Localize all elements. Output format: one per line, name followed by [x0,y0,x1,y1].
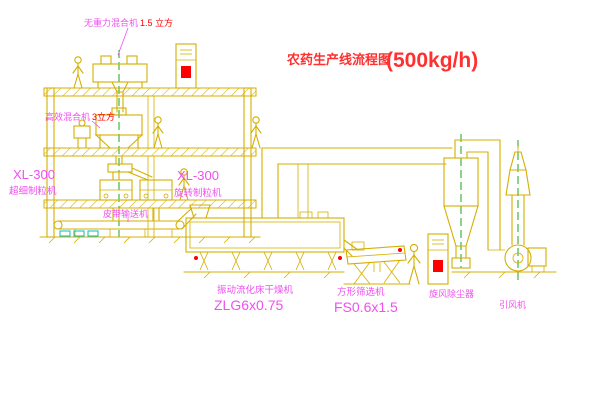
label-cyclone: 旋风除尘器 [429,288,474,299]
exhaust-stack [505,146,531,246]
fluid-bed-dryer [185,204,359,271]
granulator-right [139,179,173,201]
centerlines [118,50,519,282]
control-panel-top [175,43,197,89]
sieve-legs [353,259,401,285]
control-panel-right [427,233,449,285]
label-dryer-name: 振动流化床干燥机 [217,284,294,296]
label-gravity-mixer-name: 无重力混合机 [84,17,138,28]
square-sieve [343,241,411,285]
exhaust-duct [261,147,453,219]
ground-right [183,271,557,279]
worker-figure-floor3 [178,168,190,201]
label-dryer-model: ZLG6x0.75 [214,297,283,313]
granulator-left [99,179,133,201]
worker-figure-roof [72,56,84,89]
label-gravity-mixer-size: 1.5 立方 [140,17,173,28]
belt-conveyor [53,207,197,237]
worker-figure-ground [407,243,421,285]
label-high-eff-mixer-name: 高效混合机 [45,111,90,122]
building-structure [39,87,261,244]
ground-hatch-left [48,236,256,244]
high-efficiency-mixer [73,107,144,165]
label-fan: 引风机 [499,299,526,310]
cyclone-separator [443,139,505,269]
leader-lines [91,27,129,222]
label-granulator-right-name: 旋转制粒机 [174,187,222,199]
worker-figure-floor2-right [250,116,262,149]
label-granulator-left-name: 超细制粒机 [9,185,57,197]
label-sieve-name: 方形筛选机 [337,286,385,298]
worker-figure-floor2 [152,116,164,149]
label-granulator-right-model: XL-300 [177,168,219,183]
vibration-springs [199,251,337,271]
label-sieve-model: FS0.6x1.5 [334,299,398,315]
granulator-discharge-chutes [112,207,160,221]
label-granulator-left-model: XL-300 [13,167,55,182]
label-belt-conveyor: 皮带输送机 [103,208,148,219]
diagram-capacity: (500kg/h) [386,49,478,72]
label-high-eff-mixer-size: 3立方 [92,111,115,122]
gravity-mixer [92,55,148,113]
feed-distributor [107,163,153,181]
diagram-title: 农药生产线流程图 [286,52,391,67]
induced-draft-fan [504,244,547,272]
